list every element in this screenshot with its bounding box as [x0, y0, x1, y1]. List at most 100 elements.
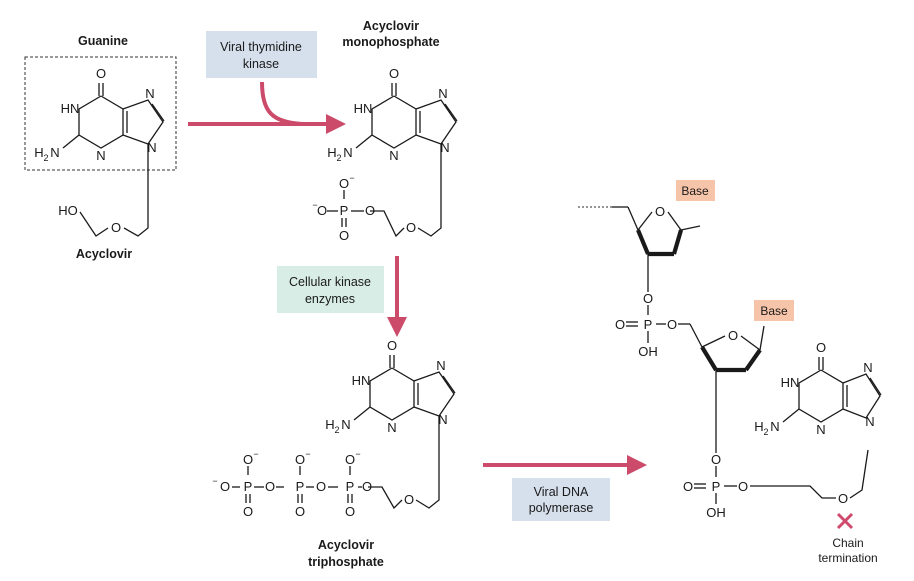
atom-O: O — [316, 479, 326, 494]
enzyme-label: Cellular kinase — [289, 275, 371, 289]
atom-N: N — [865, 414, 874, 429]
base-box — [676, 180, 715, 201]
atom-P: P — [712, 479, 721, 494]
atom-O: O — [265, 479, 275, 494]
atom-charge: − — [253, 449, 258, 459]
monophosphate-label: Acyclovir — [363, 19, 419, 33]
atom-O: O — [711, 452, 721, 467]
atom-O: O — [365, 203, 375, 218]
triphosphate-label: Acyclovir — [318, 538, 374, 552]
atom-O: O — [728, 328, 738, 343]
atom-H: H — [754, 419, 763, 434]
atom-O: O — [295, 452, 305, 467]
atom-P: P — [644, 317, 653, 332]
atom-N: N — [147, 140, 156, 155]
triphosphate-bonds — [232, 355, 456, 510]
cellular-kinase-step: Cellular kinase enzymes — [277, 256, 407, 337]
atom-HN: HN — [781, 375, 800, 390]
atom-P: P — [244, 479, 253, 494]
chain-termination-label: termination — [818, 551, 877, 565]
atom-subscript: 2 — [43, 153, 48, 163]
chain-termination-label: Chain — [832, 536, 863, 550]
viral-dna-polymerase-step: Viral DNA polymerase — [483, 455, 647, 521]
atom-O: O — [111, 220, 121, 235]
atom-O: O — [220, 479, 230, 494]
triphosphate-label: triphosphate — [308, 555, 384, 569]
guanine-ring-bonds — [62, 83, 165, 237]
acyclovir-structure: Guanine O HN N N N H 2 N HO O Acyclovir — [24, 34, 177, 261]
atom-N: N — [387, 420, 396, 435]
atom-O: O — [345, 504, 355, 519]
monophosphate-label: monophosphate — [342, 35, 439, 49]
atom-O: O — [345, 452, 355, 467]
atom-N: N — [341, 417, 350, 432]
atom-subscript: 2 — [334, 425, 339, 435]
atom-N: N — [50, 145, 59, 160]
base-box — [754, 300, 794, 321]
viral-dna-polymerase-box — [512, 478, 610, 521]
enzyme-label: Viral thymidine — [220, 40, 302, 54]
atom-O: O — [339, 228, 349, 243]
atom-O: O — [339, 176, 349, 191]
atom-P: P — [340, 203, 349, 218]
enzyme-label: kinase — [243, 57, 279, 71]
dna-chain-structure: O Base O O P O OH O Base O O P O OH O O … — [578, 180, 882, 565]
acyclovir-triphosphate-structure: O HN N N N H 2 N O − O − O − − O P O P O… — [212, 338, 456, 569]
cellular-kinase-box — [277, 266, 384, 313]
monophosphate-bonds — [327, 83, 458, 238]
atom-O: O — [643, 291, 653, 306]
atom-subscript: 2 — [763, 427, 768, 437]
atom-H: H — [34, 145, 43, 160]
atom-N: N — [438, 86, 447, 101]
atom-charge: − — [212, 476, 217, 486]
guanine-dashed-box — [24, 56, 177, 171]
atom-OH: OH — [638, 344, 658, 359]
atom-O: O — [317, 203, 327, 218]
atom-subscript: 2 — [336, 153, 341, 163]
atom-N: N — [343, 145, 352, 160]
atom-O: O — [243, 452, 253, 467]
atom-O: O — [683, 479, 693, 494]
atom-O: O — [667, 317, 677, 332]
atom-N: N — [145, 86, 154, 101]
atom-HO: HO — [58, 203, 78, 218]
atom-O: O — [406, 220, 416, 235]
atom-O: O — [838, 491, 848, 506]
base-label: Base — [681, 184, 709, 198]
enzyme-label: Viral DNA — [534, 485, 589, 499]
atom-P: P — [346, 479, 355, 494]
atom-P: P — [296, 479, 305, 494]
atom-HN: HN — [354, 101, 373, 116]
guanine-label: Guanine — [78, 34, 128, 48]
atom-O: O — [404, 492, 414, 507]
atom-charge: − — [312, 200, 317, 210]
atom-O: O — [615, 317, 625, 332]
atom-charge: − — [355, 449, 360, 459]
acyclovir-monophosphate-structure: Acyclovir monophosphate O HN N N N H 2 N… — [312, 19, 458, 243]
atom-H: H — [325, 417, 334, 432]
atom-HN: HN — [61, 101, 80, 116]
atom-O: O — [387, 338, 397, 353]
chain-termination-x-icon — [836, 512, 854, 530]
atom-O: O — [362, 479, 372, 494]
atom-O: O — [243, 504, 253, 519]
atom-O: O — [655, 204, 665, 219]
viral-thymidine-kinase-step: Viral thymidine kinase — [188, 31, 346, 134]
viral-thymidine-kinase-box — [206, 31, 317, 78]
atom-O: O — [738, 479, 748, 494]
atom-OH: OH — [706, 505, 726, 520]
atom-charge: − — [349, 173, 354, 183]
atom-charge: − — [305, 449, 310, 459]
atom-O: O — [816, 340, 826, 355]
atom-N: N — [863, 360, 872, 375]
atom-O: O — [295, 504, 305, 519]
atom-O: O — [96, 66, 106, 81]
base-label: Base — [760, 304, 788, 318]
curved-arrow — [260, 81, 303, 126]
acyclovir-label: Acyclovir — [76, 247, 132, 261]
atom-N: N — [770, 419, 779, 434]
atom-N: N — [96, 148, 105, 163]
atom-N: N — [438, 412, 447, 427]
atom-N: N — [436, 358, 445, 373]
